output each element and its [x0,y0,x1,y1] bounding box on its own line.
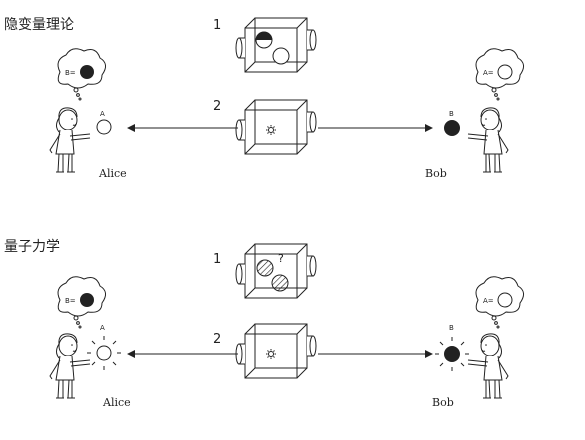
alice-ball-tag: A [100,110,105,118]
box-step-1 [235,17,317,73]
section-quantum: 量子力学 1 ? 2 A B= Al [4,239,525,409]
alice-thought-cloud: B= [57,48,107,101]
section-title: 量子力学 [4,239,60,255]
step-2-label: 2 [213,99,221,114]
alice-thought-cloud: B= [57,276,107,329]
bob-ball-tag: B [449,324,454,332]
bob-thought-cloud: A= [475,48,525,101]
alice-name: Alice [102,396,131,409]
bob-thought-cloud: A= [475,276,525,329]
box-step-2 [235,323,317,379]
bob-name: Bob [432,396,454,409]
alice-thought-text: B= [65,69,76,77]
bob-ball-black [444,120,460,136]
section-hidden-variable: 隐变量理论 1 2 A B= Alice [4,17,525,180]
alice-thought-text: B= [65,297,76,305]
bob-thought-white-ball [497,292,513,308]
bob-thought-text: A= [483,297,494,305]
question-mark: ? [278,252,284,265]
bob-figure [467,333,509,399]
box-step-2 [235,99,317,155]
step-1-label: 1 [213,252,221,267]
alice-ball-tag: A [100,324,105,332]
alice-ball-glowing [86,335,122,371]
alice-figure [49,107,91,173]
alice-figure [49,333,91,399]
bob-name: Bob [425,167,447,180]
hatched-ball [271,274,289,292]
alice-thought-black-ball [80,65,94,79]
step-2-label: 2 [213,332,221,347]
bob-thought-text: A= [483,69,494,77]
step-1-label: 1 [213,18,221,33]
white-ball [272,47,290,65]
bob-ball-tag: B [449,110,454,118]
bob-ball-glowing [434,336,470,372]
alice-name: Alice [98,167,127,180]
box-step-1: ? [235,243,317,299]
hatched-ball [256,259,274,277]
bob-figure [467,107,509,173]
bob-thought-white-ball [497,64,513,80]
alice-ball-white [96,119,112,135]
section-title: 隐变量理论 [4,17,74,33]
alice-thought-black-ball [80,293,94,307]
